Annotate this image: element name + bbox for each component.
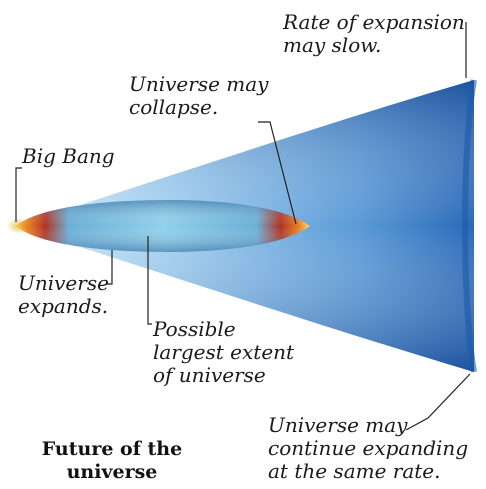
label-largest-extent: Possible largest extent of universe [153,317,295,387]
leader-lines [15,22,471,431]
leader-big-bang [15,167,22,222]
leader-continue [405,373,471,431]
cone-rim [462,79,477,373]
leader-expands [106,250,113,285]
label-big-bang: Big Bang [22,144,115,168]
diagram-caption: Future of the universe [41,438,183,483]
label-continue-expanding: Universe may continue expanding at the s… [268,413,469,483]
leader-largest-extent [147,236,152,325]
label-universe-may-collapse: Universe may collapse. [129,72,269,119]
collapse-ellipse-shading [16,200,310,252]
label-rate-may-slow: Rate of expansion may slow. [283,10,465,57]
label-universe-expands: Universe expands. [18,271,109,318]
leader-collapse [258,121,297,225]
